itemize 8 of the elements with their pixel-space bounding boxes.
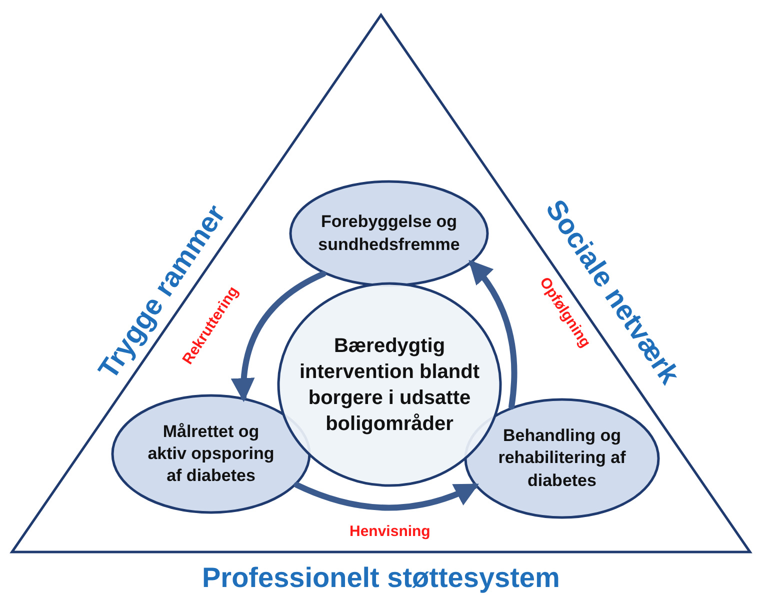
node-text: Bæredygtig intervention blandt borgere i udsatte boligområder — [298, 334, 480, 436]
side-label: Professionelt støttesystem — [202, 562, 560, 594]
node-text: Behandling og rehabilitering af diabetes — [497, 425, 627, 492]
node-text: Forebyggelse og sundhedsfremme — [317, 211, 461, 256]
node-text: Målrettet og aktiv opsporing af diabetes — [146, 420, 276, 488]
curved-arrow — [294, 482, 480, 511]
edge-label: Henvisning — [348, 522, 432, 540]
curved-arrow — [232, 270, 326, 402]
